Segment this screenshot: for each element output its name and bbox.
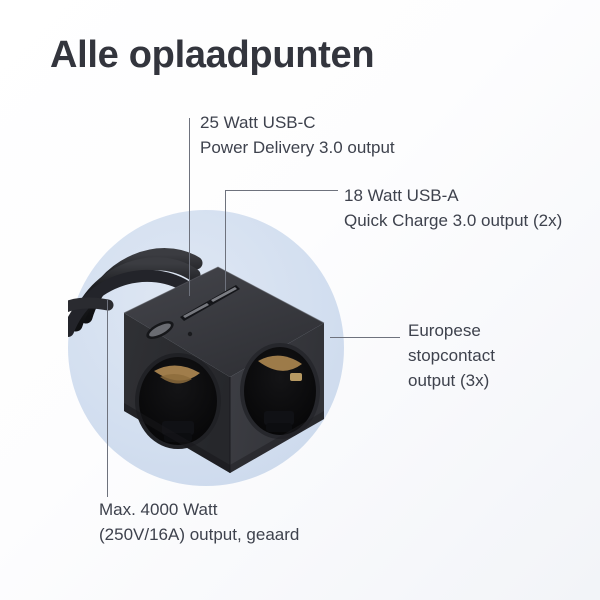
power-cable	[68, 248, 203, 337]
annotation-eu-socket-line1: Europese	[408, 321, 481, 340]
usb-a-port-1	[180, 301, 212, 321]
power-cube-illustration	[68, 205, 358, 495]
annotation-eu-socket-line2: stopcontact	[408, 346, 495, 365]
leader-line-usb-a-horizontal	[225, 190, 338, 191]
eu-socket-right	[240, 343, 320, 439]
annotation-usb-a-line2: Quick Charge 3.0 output (2x)	[344, 211, 563, 230]
annotation-usb-a: 18 Watt USB-A Quick Charge 3.0 output (2…	[344, 183, 562, 233]
page-title: Alle oplaadpunten	[50, 34, 375, 76]
usb-c-port	[146, 321, 174, 339]
annotation-max-power: Max. 4000 Watt (250V/16A) output, geaard	[99, 497, 299, 547]
leader-line-usb-a-vertical	[225, 190, 226, 291]
annotation-usb-c-line1: 25 Watt USB-C	[200, 113, 316, 132]
usb-a-port-2	[208, 285, 240, 305]
led-indicator	[187, 331, 193, 337]
annotation-usb-c: 25 Watt USB-C Power Delivery 3.0 output	[200, 110, 395, 160]
leader-line-max-power	[107, 300, 108, 497]
annotation-usb-c-line2: Power Delivery 3.0 output	[200, 138, 395, 157]
leader-line-eu-socket	[330, 337, 400, 338]
annotation-max-power-line2: (250V/16A) output, geaard	[99, 525, 300, 544]
annotation-usb-a-line1: 18 Watt USB-A	[344, 186, 459, 205]
leader-line-usb-c	[189, 118, 190, 296]
annotation-eu-socket-line3: output (3x)	[408, 371, 490, 390]
annotation-max-power-line1: Max. 4000 Watt	[99, 500, 218, 519]
annotation-eu-socket: Europese stopcontact output (3x)	[408, 318, 495, 393]
